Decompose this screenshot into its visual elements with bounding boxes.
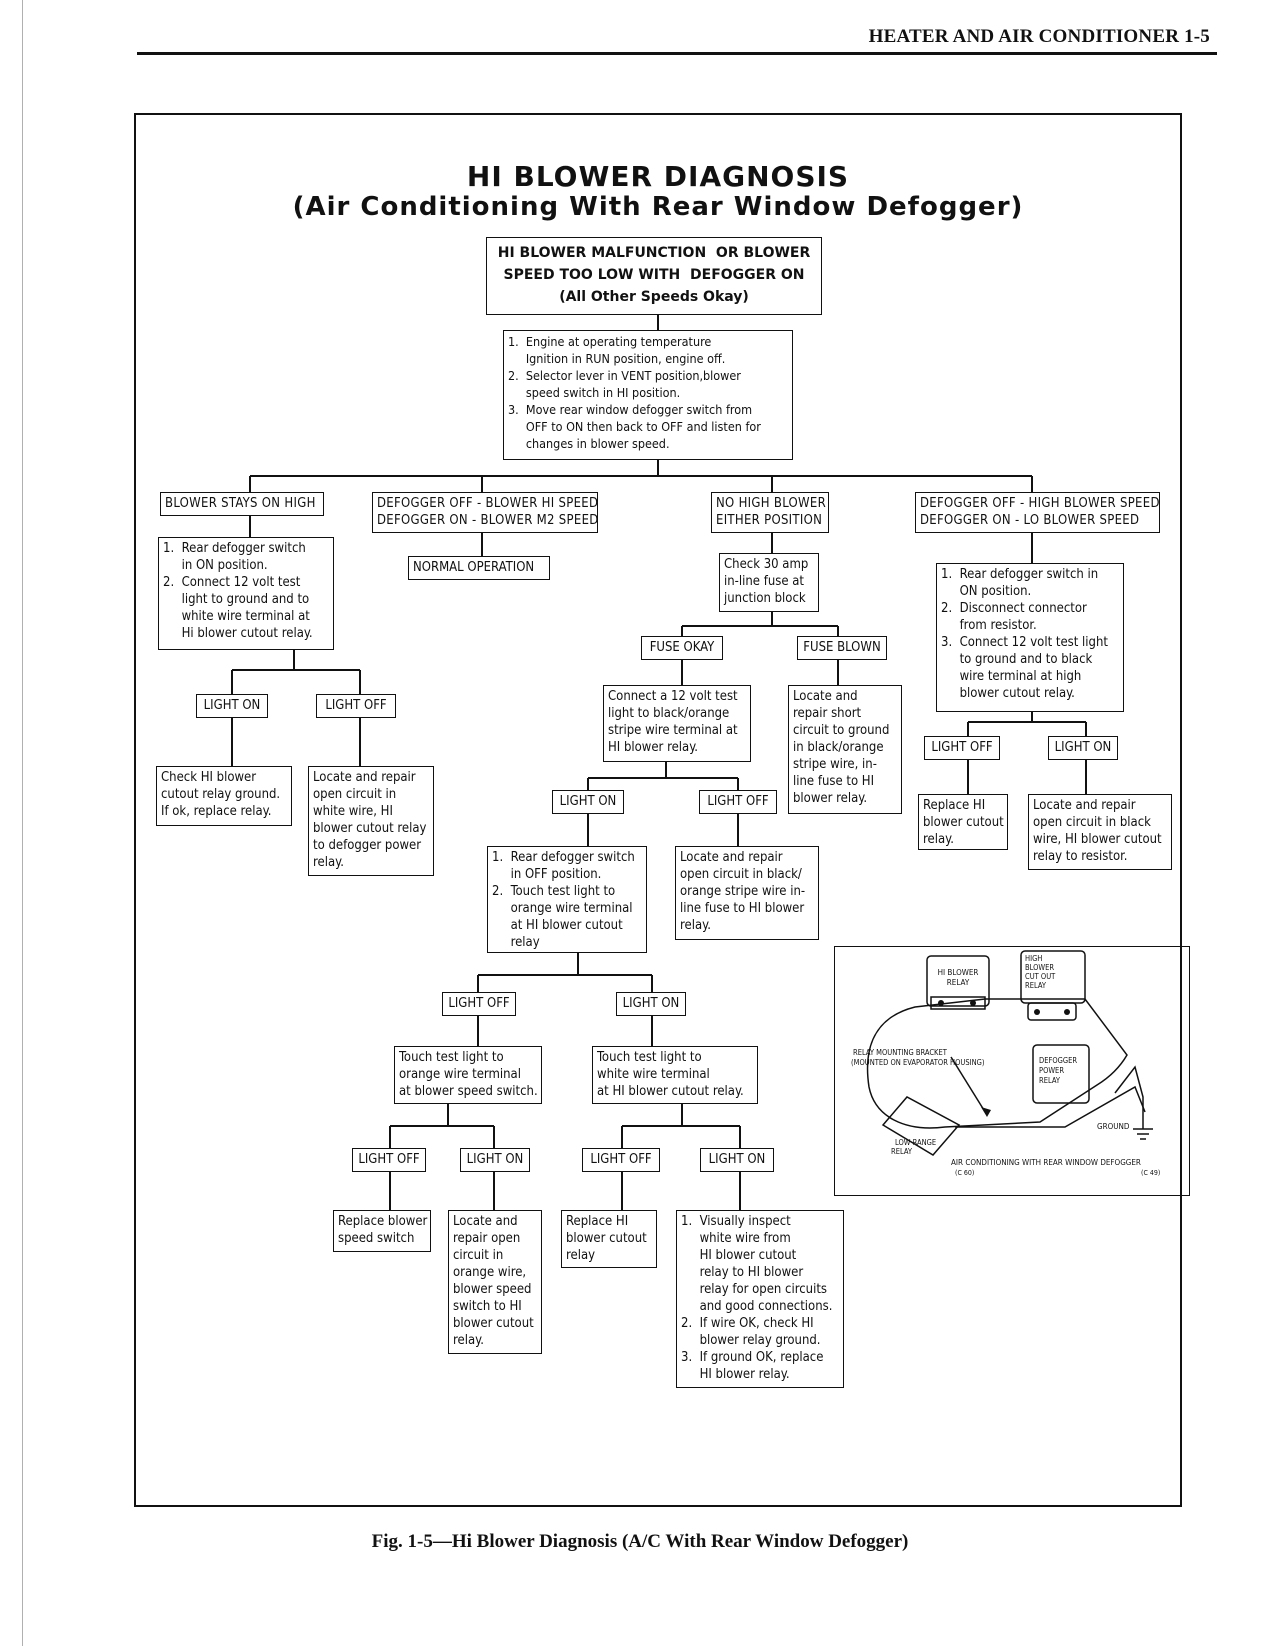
col-d-replace-relay: Replace HI blower cutout relay. (918, 794, 1008, 850)
locate-orange-wire-box: Locate and repair open circuit in orange… (448, 1210, 542, 1354)
visually-inspect-box: 1. Visually inspect white wire from HI b… (676, 1210, 844, 1388)
col-e-light-off: LIGHT OFF (442, 992, 516, 1016)
cutout-relay-label-1: HIGH (1025, 954, 1042, 963)
col-a-check-relay-ground: Check HI blower cutout relay ground. If … (156, 766, 292, 826)
branch-defogger-lo: DEFOGGER OFF - HIGH BLOWER SPEED DEFOGGE… (915, 492, 1160, 533)
diagram-subtitle: (Air Conditioning With Rear Window Defog… (292, 192, 1024, 222)
cutout-relay-connector (1027, 1002, 1077, 1021)
locate-short-box: Locate and repair short circuit to groun… (788, 685, 902, 814)
initial-steps-box: 1. Engine at operating temperature Ignit… (503, 330, 793, 460)
low-range-relay-label-2: RELAY (891, 1147, 913, 1156)
col-g-light-on: LIGHT ON (700, 1148, 774, 1172)
defogger-relay-label-2: POWER (1039, 1066, 1064, 1075)
low-range-relay-label-1: LOW RANGE (895, 1138, 936, 1147)
margin-line (22, 0, 23, 1646)
defogger-relay-shape (1032, 1044, 1090, 1104)
col-a-locate-white-wire: Locate and repair open circuit in white … (308, 766, 434, 876)
check-fuse-box: Check 30 amp in-line fuse at junction bl… (719, 553, 819, 612)
defogger-relay-label-1: DEFOGGER (1039, 1056, 1077, 1065)
normal-operation-box: NORMAL OPERATION (408, 556, 550, 580)
figure-caption: Fig. 1-5—Hi Blower Diagnosis (A/C With R… (371, 1531, 909, 1552)
replace-cutout-relay-box: Replace HI blower cutout relay (561, 1210, 657, 1268)
col-d-steps-box: 1. Rear defogger switch in ON position. … (936, 563, 1124, 712)
touch-orange-box: Touch test light to orange wire terminal… (394, 1046, 542, 1104)
fuse-blown-box: FUSE BLOWN (797, 636, 887, 660)
inset-code-right: (C 49) (1141, 1169, 1160, 1177)
cutout-relay-label-4: RELAY (1025, 981, 1047, 990)
defogger-relay-label-3: RELAY (1039, 1076, 1061, 1085)
col-c-light-on: LIGHT ON (552, 790, 624, 814)
diagram-title: HI BLOWER DIAGNOSIS (466, 160, 850, 193)
bracket-label-2: (MOUNTED ON EVAPORATOR HOUSING) (851, 1058, 985, 1067)
fuse-okay-box: FUSE OKAY (641, 636, 723, 660)
inset-caption: AIR CONDITIONING WITH REAR WINDOW DEFOGG… (951, 1158, 1141, 1167)
page-header: HEATER AND AIR CONDITIONER 1-5 (868, 26, 1210, 47)
branch-defogger-m2: DEFOGGER OFF - BLOWER HI SPEED DEFOGGER … (372, 492, 598, 533)
branch-blower-stays-high: BLOWER STAYS ON HIGH (160, 492, 324, 516)
col-a-steps-box: 1. Rear defogger switch in ON position. … (158, 537, 334, 650)
col-f-light-off: LIGHT OFF (352, 1148, 426, 1172)
inset-code-left: (C 60) (955, 1169, 974, 1177)
col-d-light-off: LIGHT OFF (924, 736, 1000, 760)
connect-black-orange-box: Connect a 12 volt test light to black/or… (603, 685, 751, 762)
col-c-locate-black-orange: Locate and repair open circuit in black/… (675, 846, 819, 940)
touch-white-box: Touch test light to white wire terminal … (592, 1046, 758, 1104)
col-d-locate-black-wire: Locate and repair open circuit in black … (1028, 794, 1172, 870)
start-box: HI BLOWER MALFUNCTION OR BLOWER SPEED TO… (486, 237, 822, 315)
header-rule (137, 52, 1217, 55)
hi-blower-relay-connector (930, 996, 986, 1010)
relay-location-inset: HI BLOWER RELAY HIGH BLOWER CUT OUT RELA… (834, 946, 1190, 1196)
col-a-light-on: LIGHT ON (196, 694, 268, 718)
hi-blower-relay-label-2: RELAY (947, 978, 970, 987)
col-c-steps-box: 1. Rear defogger switch in OFF position.… (487, 846, 647, 953)
col-f-light-on: LIGHT ON (460, 1148, 530, 1172)
ground-label: GROUND (1097, 1122, 1130, 1131)
col-a-light-off: LIGHT OFF (316, 694, 396, 718)
col-g-light-off: LIGHT OFF (582, 1148, 660, 1172)
low-range-relay-shape (881, 1096, 961, 1156)
col-d-light-on: LIGHT ON (1048, 736, 1118, 760)
relay-location-drawing: HI BLOWER RELAY HIGH BLOWER CUT OUT RELA… (851, 950, 1160, 1177)
bracket-label-1: RELAY MOUNTING BRACKET (853, 1048, 948, 1057)
hi-blower-relay-label-1: HI BLOWER (938, 968, 979, 977)
branch-no-high-blower: NO HIGH BLOWER EITHER POSITION (711, 492, 829, 533)
hi-blower-relay-shape (926, 955, 990, 1007)
figure-frame (134, 113, 1182, 1507)
cutout-relay-label-3: CUT OUT (1025, 972, 1056, 981)
col-e-light-on: LIGHT ON (616, 992, 686, 1016)
col-c-light-off: LIGHT OFF (699, 790, 777, 814)
replace-speed-switch-box: Replace blower speed switch (333, 1210, 431, 1252)
cutout-relay-label-2: BLOWER (1025, 963, 1054, 972)
